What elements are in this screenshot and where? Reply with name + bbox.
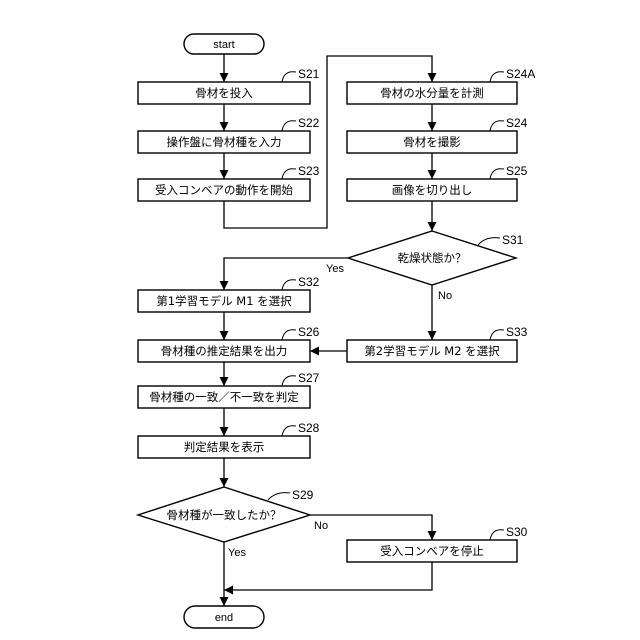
step-s28-text: 判定結果を表示	[184, 440, 265, 454]
step-s28: 判定結果を表示	[138, 436, 310, 458]
label-s24a: S24A	[506, 67, 535, 81]
step-s33-text: 第2学習モデル M2 を選択	[364, 344, 500, 358]
terminal-start: start	[184, 34, 264, 54]
label-s22: S22	[298, 116, 320, 130]
arrow-s30-merge	[224, 562, 432, 590]
label-s29: S29	[292, 488, 314, 502]
step-s22: 操作盤に骨材種を入力	[138, 131, 310, 153]
label-s32: S32	[298, 275, 320, 289]
step-s25: 画像を切り出し	[347, 179, 517, 201]
decision-s29: 骨材種が一致したか？	[138, 487, 310, 542]
terminal-end: end	[184, 606, 264, 628]
step-s25-text: 画像を切り出し	[392, 183, 473, 197]
label-s31: S31	[502, 233, 524, 247]
decision-s31-text: 乾燥状態か？	[398, 251, 467, 265]
step-s22-text: 操作盤に骨材種を入力	[167, 135, 282, 149]
label-s33: S33	[506, 325, 528, 339]
label-s25: S25	[506, 164, 528, 178]
label-s28: S28	[298, 421, 320, 435]
step-s24: 骨材を撮影	[347, 131, 517, 153]
decision-s29-text: 骨材種が一致したか？	[167, 508, 282, 522]
step-s26: 骨材種の推定結果を出力	[138, 340, 310, 362]
step-s23-text: 受入コンベアの動作を開始	[155, 183, 293, 197]
decision-s31: 乾燥状態か？	[348, 231, 516, 285]
step-s33: 第2学習モデル M2 を選択	[347, 340, 517, 362]
step-s27: 骨材種の一致／不一致を判定	[138, 386, 310, 408]
step-s21-text: 骨材を投入	[195, 86, 253, 100]
label-s27: S27	[298, 371, 320, 385]
step-s24-text: 骨材を撮影	[403, 135, 461, 149]
step-s24a-text: 骨材の水分量を計測	[380, 86, 484, 100]
step-s27-text: 骨材種の一致／不一致を判定	[149, 390, 299, 404]
step-s24a: 骨材の水分量を計測	[347, 82, 517, 104]
step-s30: 受入コンベアを停止	[347, 540, 517, 562]
arrow-s29-no-s30	[310, 515, 432, 540]
step-s32-text: 第1学習モデル M1 を選択	[156, 294, 292, 308]
step-s21: 骨材を投入	[138, 82, 310, 104]
label-s24: S24	[506, 116, 528, 130]
step-s32: 第1学習モデル M1 を選択	[138, 290, 310, 312]
label-s21: S21	[298, 67, 320, 81]
branch-s29-no: No	[314, 520, 328, 532]
label-s26: S26	[298, 325, 320, 339]
branch-s31-no: No	[438, 290, 452, 302]
label-s30: S30	[506, 525, 528, 539]
step-s26-text: 骨材種の推定結果を出力	[161, 344, 288, 358]
label-s23: S23	[298, 164, 320, 178]
terminal-start-label: start	[213, 39, 234, 51]
branch-s29-yes: Yes	[228, 547, 246, 559]
step-s30-text: 受入コンベアを停止	[380, 544, 484, 558]
step-s23: 受入コンベアの動作を開始	[138, 179, 310, 201]
terminal-end-label: end	[215, 612, 233, 624]
branch-s31-yes: Yes	[326, 263, 344, 275]
